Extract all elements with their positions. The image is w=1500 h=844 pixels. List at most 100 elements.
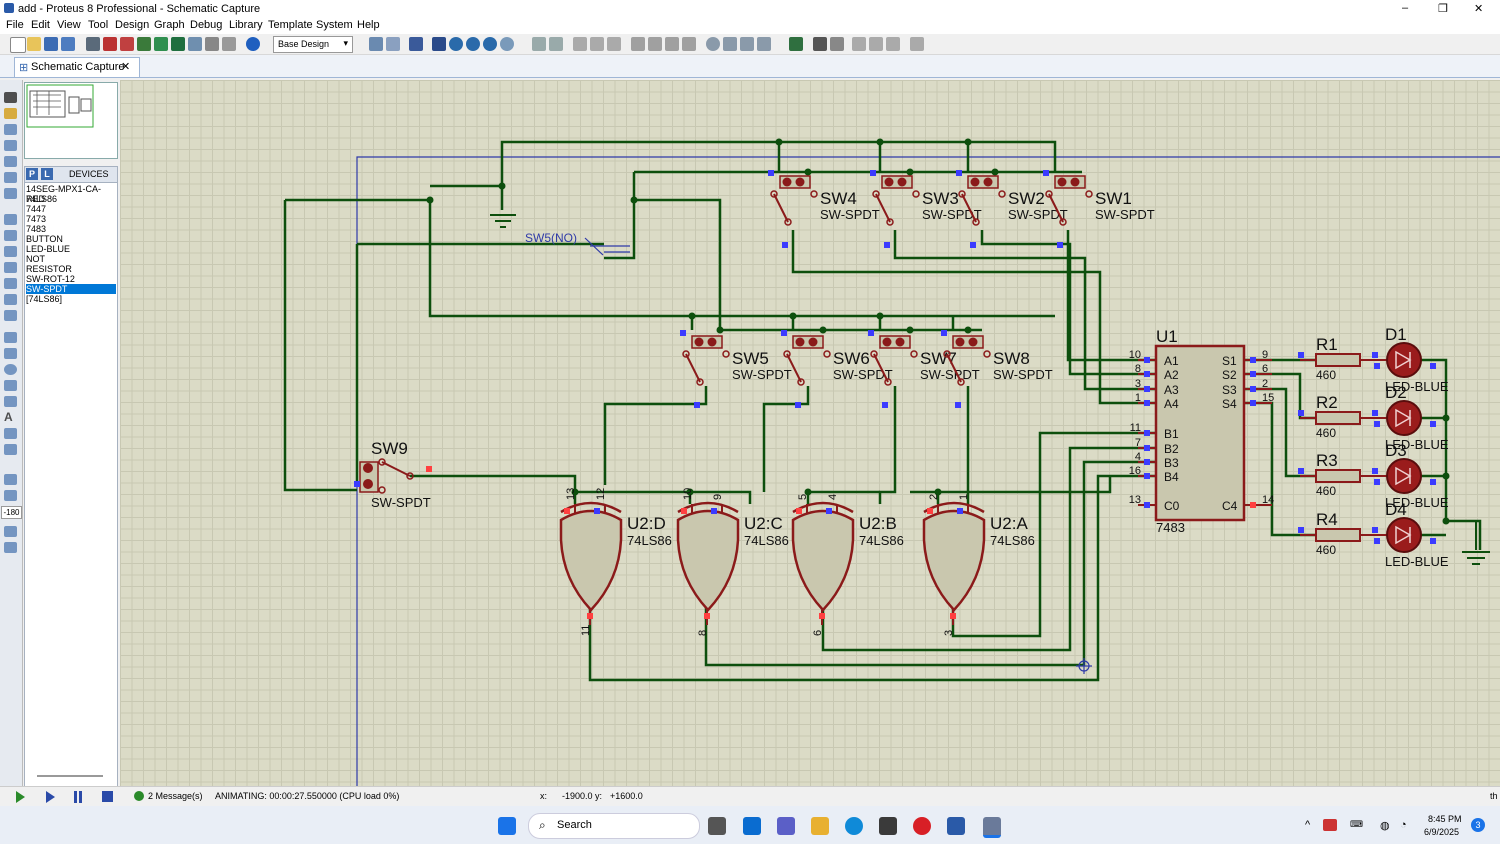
sw9-switch[interactable]: SW9 SW-SPDT bbox=[354, 439, 432, 510]
pcb-icon[interactable] bbox=[120, 37, 134, 51]
notification-badge[interactable]: 3 bbox=[1471, 818, 1485, 832]
open-folder-icon[interactable] bbox=[27, 37, 41, 51]
pick-devices-button[interactable]: P bbox=[26, 168, 38, 180]
network-icon[interactable]: ◔ bbox=[1400, 819, 1407, 831]
menu-design[interactable]: Design bbox=[115, 19, 150, 31]
proteus-schematic-icon[interactable] bbox=[983, 817, 1001, 838]
taskbar-search[interactable]: ⌕ Search bbox=[528, 813, 700, 839]
decompose-icon[interactable] bbox=[757, 37, 771, 51]
list-item[interactable]: LED-BLUE bbox=[26, 244, 71, 254]
opera-icon[interactable] bbox=[913, 817, 931, 835]
block-rotate-icon[interactable] bbox=[665, 37, 679, 51]
library-manager-button[interactable]: L bbox=[41, 168, 53, 180]
overview-window[interactable] bbox=[24, 82, 118, 159]
path-icon[interactable] bbox=[4, 396, 17, 407]
device-pins-icon[interactable] bbox=[4, 230, 17, 241]
new-file-icon[interactable] bbox=[10, 37, 26, 53]
block-delete-icon[interactable] bbox=[682, 37, 696, 51]
store-icon[interactable] bbox=[879, 817, 897, 835]
search-tag-icon[interactable] bbox=[813, 37, 827, 51]
copy-icon[interactable] bbox=[590, 37, 604, 51]
list-item[interactable]: [74LS86] bbox=[26, 294, 63, 304]
netlist-icon[interactable] bbox=[910, 37, 924, 51]
list-item[interactable]: 7483 bbox=[26, 224, 47, 234]
cut-icon[interactable] bbox=[573, 37, 587, 51]
origin-icon[interactable] bbox=[409, 37, 423, 51]
tab-schematic-capture[interactable]: ⊞ Schematic Capture ✕ bbox=[14, 57, 140, 77]
refresh-icon[interactable] bbox=[369, 37, 383, 51]
menu-file[interactable]: File bbox=[6, 19, 24, 31]
bom-icon[interactable] bbox=[171, 37, 185, 51]
component-mode-icon[interactable] bbox=[4, 108, 17, 119]
gerber-icon[interactable] bbox=[154, 37, 168, 51]
list-item[interactable]: RESISTOR bbox=[26, 264, 72, 274]
step-icon[interactable] bbox=[46, 791, 55, 803]
minimize-button[interactable]: – bbox=[1402, 2, 1409, 14]
graph-mode-icon[interactable] bbox=[4, 246, 17, 257]
save-icon[interactable] bbox=[44, 37, 58, 51]
virtual-instrument-icon[interactable] bbox=[4, 310, 17, 321]
pause-icon[interactable] bbox=[74, 791, 77, 803]
stop-icon[interactable] bbox=[102, 791, 113, 802]
tab-close-icon[interactable]: ✕ bbox=[121, 61, 131, 73]
menu-system[interactable]: System bbox=[316, 19, 353, 31]
tray-app-icon[interactable] bbox=[1323, 819, 1337, 831]
schematic-icon[interactable] bbox=[103, 37, 117, 51]
help-icon[interactable] bbox=[246, 37, 260, 51]
terminals-icon[interactable] bbox=[4, 214, 17, 225]
list-item[interactable]: 74LS86 bbox=[26, 194, 58, 204]
rotate-anticlockwise-icon[interactable] bbox=[4, 490, 17, 501]
list-item[interactable]: NOT bbox=[26, 254, 45, 264]
zoom-area-icon[interactable] bbox=[500, 37, 514, 51]
horizontal-scrollbar[interactable] bbox=[37, 775, 103, 777]
pick-device-icon[interactable] bbox=[706, 37, 720, 51]
task-view-icon[interactable] bbox=[708, 817, 726, 835]
block-copy-icon[interactable] bbox=[631, 37, 645, 51]
save-all-icon[interactable] bbox=[61, 37, 75, 51]
close-button[interactable]: ✕ bbox=[1474, 3, 1484, 15]
menu-graph[interactable]: Graph bbox=[154, 19, 185, 31]
selection-mode-icon[interactable] bbox=[4, 92, 17, 103]
proteus-icon[interactable] bbox=[947, 817, 965, 835]
mirror-horizontal-icon[interactable] bbox=[4, 526, 17, 537]
list-item[interactable]: 7473 bbox=[26, 214, 47, 224]
arc-icon[interactable] bbox=[4, 380, 17, 391]
menu-debug[interactable]: Debug bbox=[190, 19, 223, 31]
text-icon[interactable]: A bbox=[4, 410, 13, 424]
play-icon[interactable] bbox=[16, 791, 25, 803]
clock-time[interactable]: 8:45 PM bbox=[1428, 814, 1462, 824]
menu-library[interactable]: Library bbox=[229, 19, 263, 31]
redo-icon[interactable] bbox=[549, 37, 563, 51]
zoom-all-icon[interactable] bbox=[483, 37, 497, 51]
file-explorer-icon[interactable] bbox=[811, 817, 829, 835]
menu-template[interactable]: Template bbox=[268, 19, 313, 31]
generator-icon[interactable] bbox=[4, 278, 17, 289]
3d-icon[interactable] bbox=[137, 37, 151, 51]
edge-icon[interactable] bbox=[845, 817, 863, 835]
pan-icon[interactable] bbox=[432, 37, 446, 51]
maximize-button[interactable]: ❐ bbox=[1438, 3, 1448, 15]
mirror-vertical-icon[interactable] bbox=[4, 542, 17, 553]
design-variant-select[interactable]: Base Design ▾ bbox=[273, 36, 353, 53]
menu-edit[interactable]: Edit bbox=[31, 19, 50, 31]
chevron-up-icon[interactable]: ^ bbox=[1305, 819, 1311, 831]
globe-icon[interactable]: ◍ bbox=[1380, 820, 1390, 832]
sw5-no-button[interactable]: SW5(NO) bbox=[525, 231, 630, 256]
wire-label-icon[interactable] bbox=[4, 140, 17, 151]
text-script-icon[interactable] bbox=[4, 156, 17, 167]
marker-icon[interactable] bbox=[4, 444, 17, 455]
